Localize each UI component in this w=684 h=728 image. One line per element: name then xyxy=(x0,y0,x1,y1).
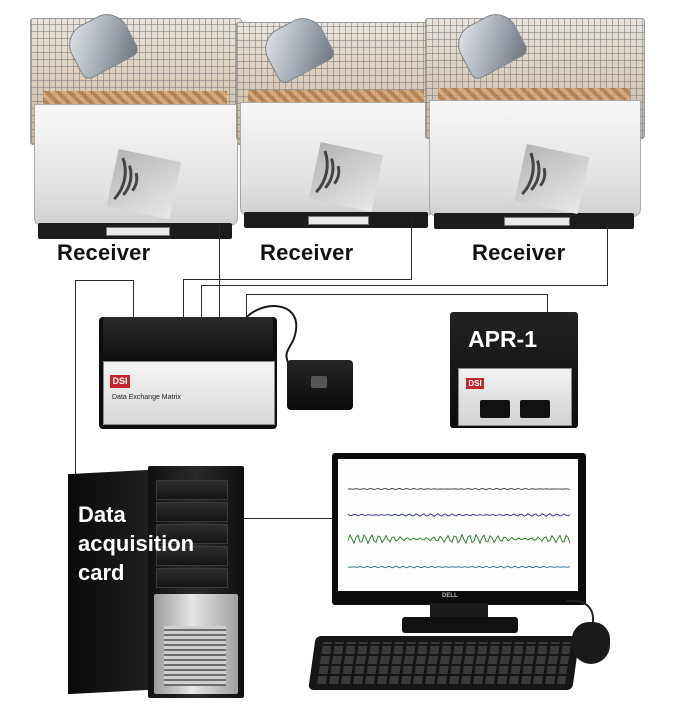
cable xyxy=(246,294,247,321)
data-acquisition-card-label: Data acquisition card xyxy=(78,500,194,587)
matrix-name-label: Data Exchange Matrix xyxy=(112,394,181,401)
cable xyxy=(183,279,412,280)
trace-line xyxy=(347,533,571,545)
dsi-logo: DSI xyxy=(466,378,484,389)
cable xyxy=(411,222,412,280)
cable xyxy=(607,224,608,286)
receiver-label-right: Receiver xyxy=(472,240,566,265)
matrix-port-panel xyxy=(222,366,268,422)
drive-bay xyxy=(156,524,228,544)
computer-tower xyxy=(68,466,244,704)
drive-bay xyxy=(156,568,228,588)
cable xyxy=(219,225,220,320)
card-label-line: Data xyxy=(78,502,126,527)
mouse-cord xyxy=(566,600,594,628)
connector xyxy=(520,400,550,418)
mouse xyxy=(572,622,610,664)
data-exchange-matrix xyxy=(99,317,277,429)
signal-waves-icon xyxy=(106,148,182,220)
monitor-brand: DELL xyxy=(442,593,458,599)
cable xyxy=(201,285,608,286)
cable xyxy=(244,518,340,519)
cable xyxy=(75,280,76,490)
drive-bay xyxy=(156,480,228,500)
drive-bay xyxy=(156,546,228,566)
trace-line xyxy=(347,513,571,517)
keyboard xyxy=(308,636,580,690)
receiver-label-left: Receiver xyxy=(57,240,151,265)
cable xyxy=(201,285,202,321)
apr-1-device: APR-1 DSI xyxy=(450,312,578,428)
cable xyxy=(183,279,184,321)
drive-bay xyxy=(156,502,228,522)
receiver-plate xyxy=(38,223,232,239)
receiver-plate xyxy=(433,213,635,229)
cable xyxy=(246,294,548,295)
connector xyxy=(480,400,510,418)
trace-line xyxy=(347,565,571,569)
power-cord xyxy=(243,305,298,367)
trace-line xyxy=(347,487,571,491)
power-supply xyxy=(287,360,353,410)
signal-waves-icon xyxy=(308,141,384,213)
cage-left xyxy=(30,6,242,239)
signal-traces xyxy=(347,487,571,569)
monitor: DELL xyxy=(332,453,588,637)
receiver-plate xyxy=(244,212,428,228)
monitor-screen xyxy=(338,459,578,591)
signal-waves-icon xyxy=(514,143,590,215)
card-label-line: card xyxy=(78,560,125,585)
cable xyxy=(547,294,548,314)
cable xyxy=(133,280,134,320)
tower-vents xyxy=(164,626,226,686)
card-label-line: acquisition xyxy=(78,531,195,556)
apr-1-label: APR-1 xyxy=(468,326,538,352)
dsi-logo: DSI xyxy=(110,375,130,388)
receiver-label-middle: Receiver xyxy=(260,240,354,265)
cable xyxy=(75,280,134,281)
